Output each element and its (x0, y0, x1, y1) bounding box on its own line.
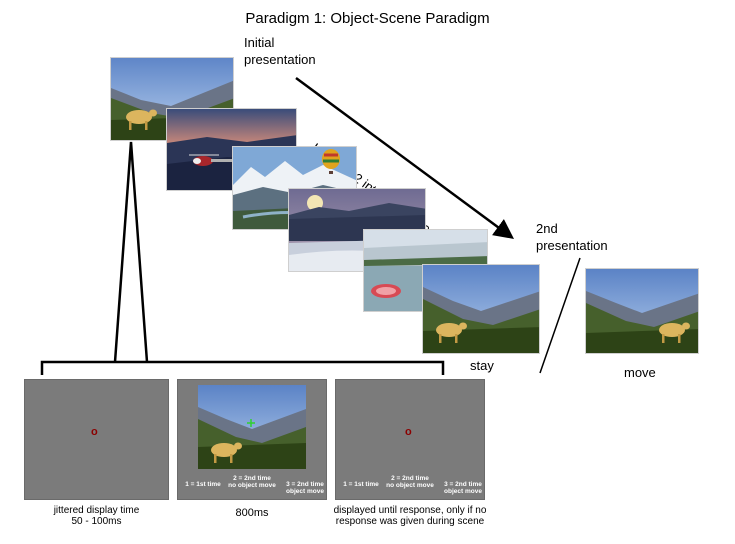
caption-response: displayed until response, only if no res… (333, 505, 487, 527)
response-option-1: 1 = 1st time (185, 481, 221, 488)
move-label: move (624, 365, 656, 380)
trial-panel-fixation: o (24, 379, 169, 500)
fixation-cross-icon (247, 419, 255, 427)
zoom-wedge (113, 141, 149, 363)
cow-icon (436, 322, 467, 343)
caption-fixation: jittered display time 50 - 100ms (53, 505, 140, 527)
cow-icon (659, 322, 690, 343)
caption-scene: 800ms (235, 507, 269, 519)
cow-icon (211, 442, 242, 463)
scene-cow-valley-stay (422, 264, 540, 354)
trial-panel-scene: 1 = 1st time 2 = 2nd time no object move… (177, 379, 327, 500)
trial-bracket (40, 360, 445, 375)
stay-label: stay (470, 358, 494, 373)
second-presentation-label: 2nd presentation (536, 221, 608, 253)
fixation-symbol: o (91, 426, 98, 438)
response-option-3: 3 = 2nd time object move (444, 481, 482, 495)
initial-presentation-label: Initial presentation (244, 35, 316, 67)
cow-icon (126, 109, 157, 130)
trial-panel-response: o 1 = 1st time 2 = 2nd time no object mo… (335, 379, 485, 500)
response-option-3: 3 = 2nd time object move (286, 481, 324, 495)
helicopter-icon (189, 154, 233, 166)
raft-icon (371, 284, 401, 298)
trial-scene-image (198, 385, 306, 469)
divider-line (539, 257, 581, 374)
response-option-2: 2 = 2nd time no object move (386, 475, 434, 489)
scene-cow-valley-move (585, 268, 699, 354)
hot-air-balloon-icon (322, 149, 340, 174)
fixation-symbol: o (405, 426, 412, 438)
response-option-1: 1 = 1st time (343, 481, 379, 488)
page-title: Paradigm 1: Object-Scene Paradigm (245, 10, 490, 27)
response-option-2: 2 = 2nd time no object move (228, 475, 276, 489)
lag-arrow (295, 76, 515, 239)
